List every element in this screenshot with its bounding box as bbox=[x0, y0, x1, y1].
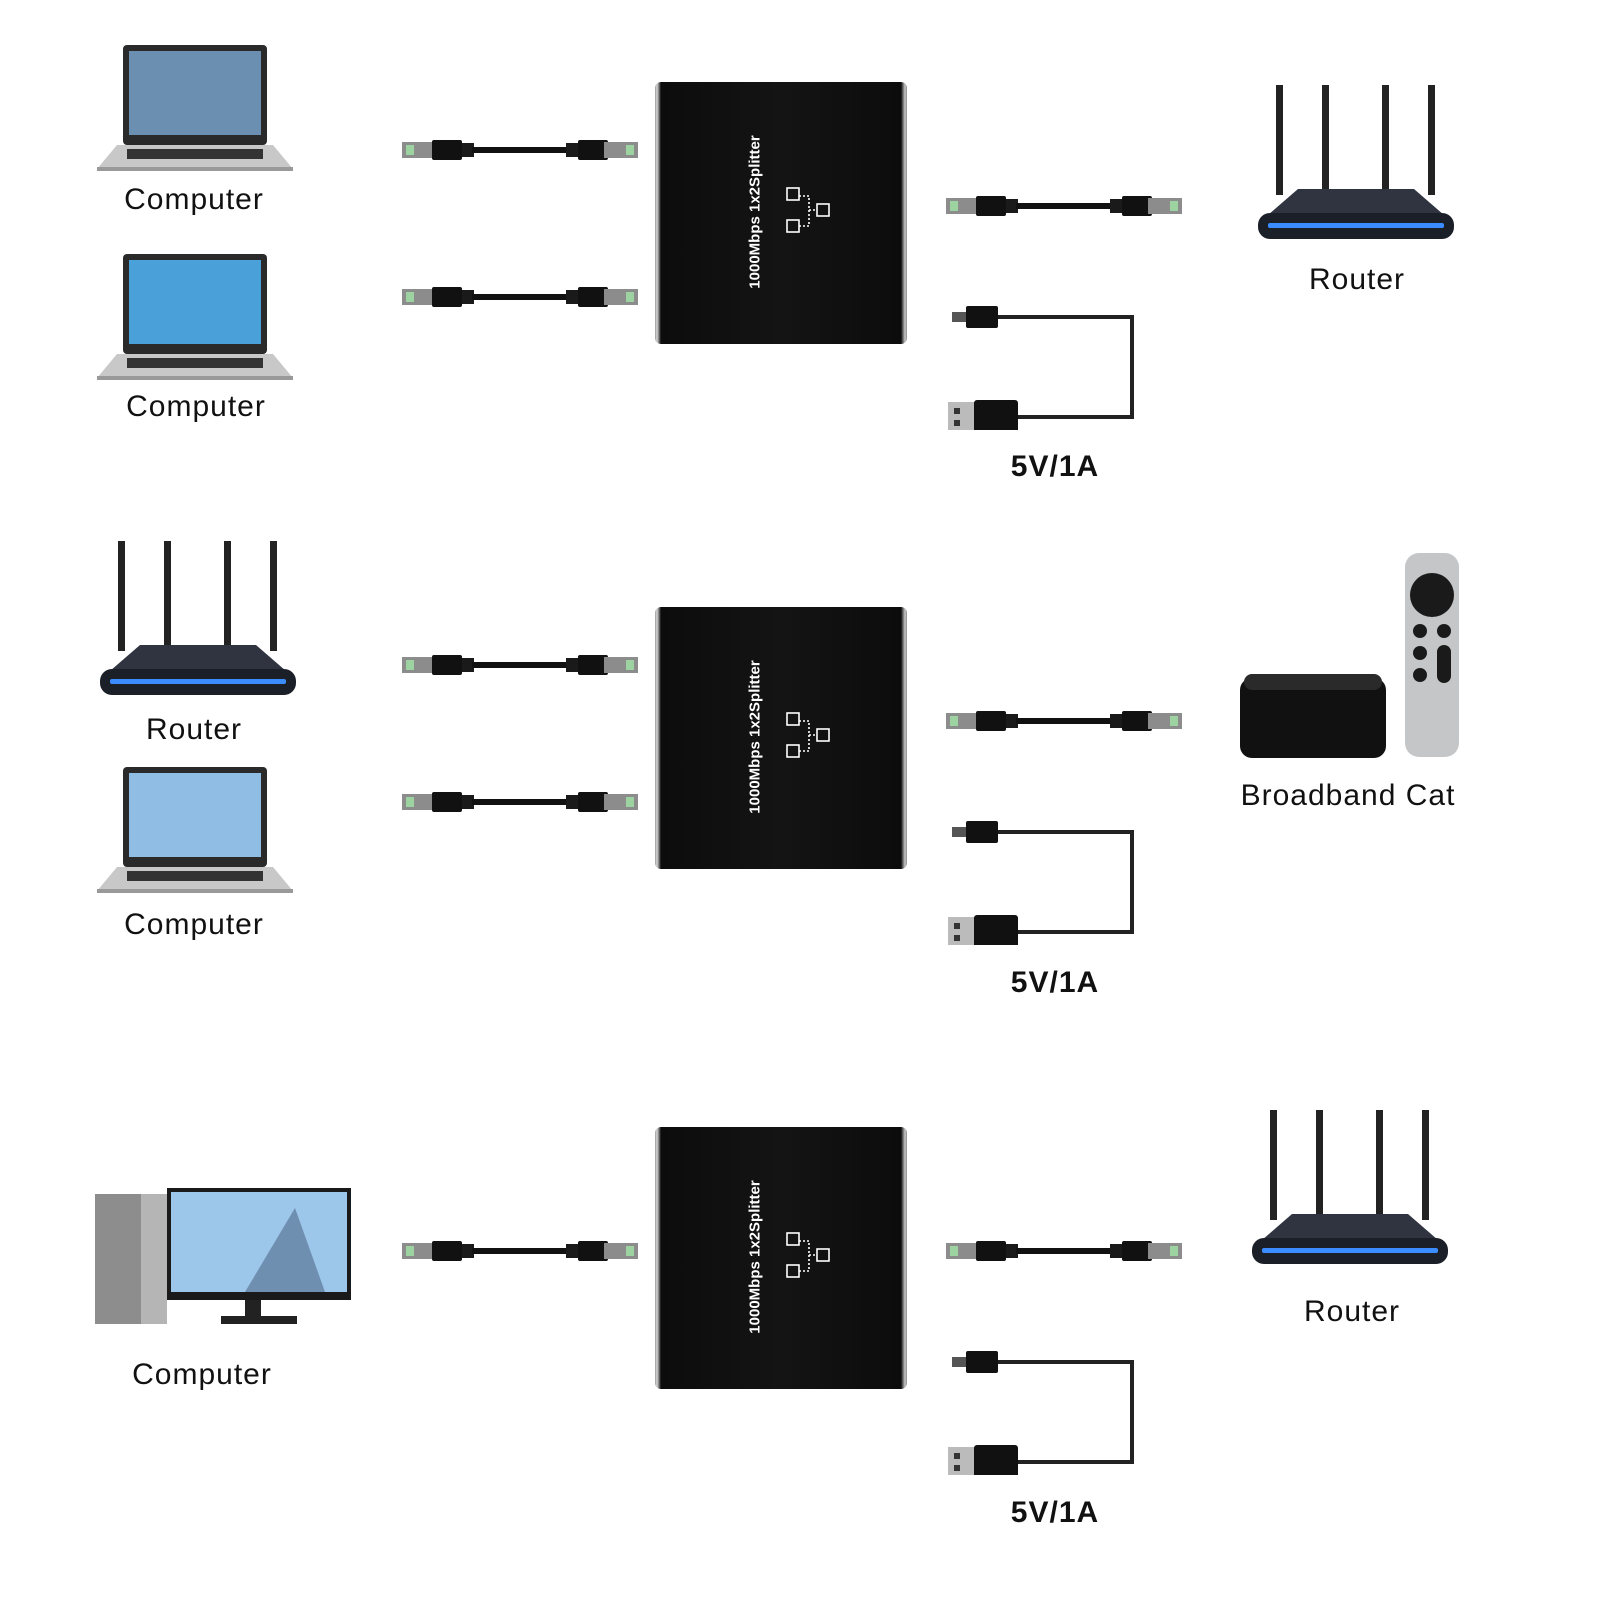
ethernet-cable-icon bbox=[946, 1235, 1182, 1272]
laptop-icon bbox=[97, 767, 293, 900]
ethernet-cable-icon bbox=[402, 786, 638, 823]
splitter-label: 1000Mbps 1x2Splitter bbox=[746, 660, 764, 814]
splitter-device: 1000Mbps 1x2Splitter bbox=[655, 82, 907, 344]
ethernet-cable-icon bbox=[402, 281, 638, 318]
splitter-device: 1000Mbps 1x2Splitter bbox=[655, 607, 907, 869]
network-topology-icon bbox=[783, 707, 833, 767]
device-label: Router bbox=[1308, 263, 1406, 296]
network-topology-icon bbox=[783, 1227, 833, 1287]
usb-cable-icon bbox=[948, 300, 1140, 435]
splitter-label: 1000Mbps 1x2Splitter bbox=[746, 1180, 764, 1334]
splitter-device: 1000Mbps 1x2Splitter bbox=[655, 1127, 907, 1389]
set-top-box-icon bbox=[1240, 674, 1386, 763]
splitter-label: 1000Mbps 1x2Splitter bbox=[746, 135, 764, 289]
network-topology-icon bbox=[783, 182, 833, 242]
router-icon bbox=[1252, 1110, 1448, 1271]
device-label: Broadband Cat bbox=[1240, 779, 1456, 812]
laptop-icon bbox=[97, 254, 293, 387]
usb-cable-icon bbox=[948, 1345, 1140, 1480]
remote-control-icon bbox=[1405, 553, 1459, 762]
ethernet-cable-icon bbox=[402, 134, 638, 171]
usb-cable-icon bbox=[948, 815, 1140, 950]
power-label: 5V/1A bbox=[1010, 966, 1100, 999]
device-label: Computer bbox=[124, 908, 264, 941]
laptop-icon bbox=[97, 45, 293, 178]
device-label: Computer bbox=[132, 1358, 272, 1391]
desktop-computer-icon bbox=[95, 1188, 353, 1333]
device-label: Computer bbox=[126, 390, 266, 423]
power-label: 5V/1A bbox=[1010, 450, 1100, 483]
ethernet-cable-icon bbox=[402, 649, 638, 686]
ethernet-cable-icon bbox=[946, 190, 1182, 227]
ethernet-cable-icon bbox=[402, 1235, 638, 1272]
device-label: Router bbox=[1303, 1295, 1401, 1328]
power-label: 5V/1A bbox=[1010, 1496, 1100, 1529]
ethernet-cable-icon bbox=[946, 705, 1182, 742]
router-icon bbox=[1258, 85, 1454, 246]
device-label: Computer bbox=[124, 183, 264, 216]
router-icon bbox=[100, 541, 296, 702]
device-label: Router bbox=[145, 713, 243, 746]
